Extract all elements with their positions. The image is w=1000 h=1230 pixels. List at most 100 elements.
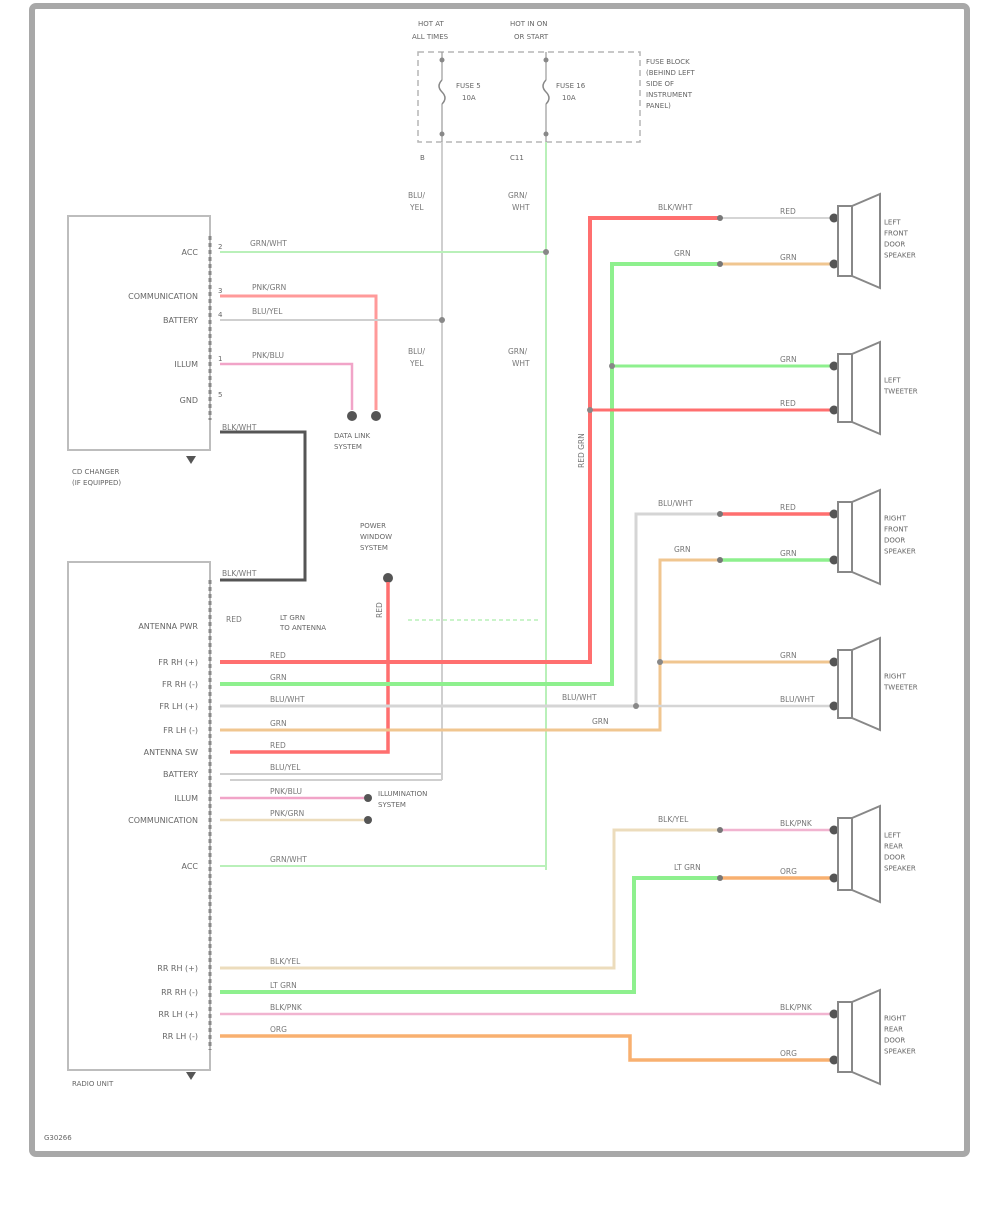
cd-pin-label: COMMUNICATION [128,292,198,301]
wire-right-top-label: GRN/WHT [508,191,530,212]
speaker-magnet [837,817,853,891]
speaker-wire-minus: ORG [780,1049,797,1058]
radio-pin-label: ANTENNA SW [144,748,198,757]
wire-right-mid-label: GRN/WHT [508,347,530,368]
rr-rh-plus-wire [220,828,718,970]
speaker-wire-minus: GRN [780,253,797,262]
speaker-caption-line: RIGHT [884,673,907,681]
fuse-left-bottom-dot [439,131,445,137]
fuse-pin-right: C11 [510,154,524,162]
cd-comm-wire [220,294,378,410]
radio-unit-box [67,561,211,1071]
cd-pin-number: 5 [218,391,222,399]
cd-pin-label: BATTERY [163,316,198,325]
mid-label-blu-wht: BLU/WHT [562,693,597,702]
tw-splice-4 [633,703,639,709]
fuse-right-label-l1: FUSE 16 [556,82,586,90]
radio-pin-label: ACC [181,862,198,871]
fuse-right-label-l2: 10A [562,94,576,102]
rr-rh-minus-wire [220,876,718,994]
speaker-caption-line: DOOR [884,241,905,249]
wire-right-top-label-l2: WHT [512,203,530,212]
cd-wire-label: GRN/WHT [250,239,287,248]
diagram-frame [29,3,970,1157]
fuse-right-title-l2: OR START [514,33,549,41]
fuse-left-title-l2: ALL TIMES [412,33,449,41]
speaker-conn-plus: BLU/WHT [658,499,693,508]
cd-caption-line: CD CHANGER [72,468,120,476]
speakers: LEFT FRONT DOOR SPEAKER RED GRN BLK/WHT GRN LEFT… [658,192,918,1086]
power-window-line: POWER [360,522,386,530]
speaker-cone [851,488,881,586]
speaker-wire-plus: RED [780,207,796,216]
cd-gnd-wire [220,430,307,582]
fr-lh-plus-wire [220,512,718,708]
radio-wire-label: LT GRN [270,981,297,990]
tw-splice-1 [609,363,615,369]
antenna-line: TO ANTENNA [279,624,326,632]
speaker-caption-line: SPEAKER [884,865,916,873]
mid-label-grn: GRN [592,717,609,726]
fuse-left-label-l1: FUSE 5 [456,82,481,90]
illum-conn-1 [364,794,372,802]
fuse-pin-left: B [420,154,425,162]
data-link-label: DATA LINK SYSTEM [334,432,370,451]
antenna-wire-label: RED [375,602,384,618]
fuse-right-bottom-dot [543,131,549,137]
cd-pin-number: 3 [218,287,222,295]
data-link-line: DATA LINK [334,432,370,440]
speaker-wire-minus: RED [780,399,796,408]
cd-wire-label: BLU/YEL [252,307,283,316]
radio-wire-label: PNK/GRN [270,809,304,818]
data-link-line: SYSTEM [334,443,362,451]
illum-conn-2 [364,816,372,824]
speaker-caption-line: FRONT [884,230,909,238]
wire-left-top-label: BLU/YEL [408,191,425,212]
speaker-caption-line: RIGHT [884,1015,907,1023]
fr-rh-plus-wire [220,216,718,664]
wire-right-top-label-l1: GRN/ [508,191,528,200]
fuse-left-symbol [438,79,446,105]
power-window-line: SYSTEM [360,544,388,552]
antenna-red-wire [230,582,390,754]
wire-left-top-label-l2: YEL [409,203,424,212]
speaker-caption-line: SPEAKER [884,548,916,556]
illumination-line: SYSTEM [378,801,406,809]
radio-unit-caption: RADIO UNIT [72,1080,114,1088]
wire-right-mid-label-l2: WHT [512,359,530,368]
speaker-conn-plus: BLK/WHT [658,203,693,212]
speaker-pin-minus [829,1055,839,1065]
inline-connector [717,827,723,833]
radio-wire-label: GRN [270,673,287,682]
wire-left-mid-label-l2: YEL [409,359,424,368]
inline-connector [717,511,723,517]
fuse-caption-line: (BEHIND LEFT [646,69,695,77]
radio-wire-label: GRN [270,719,287,728]
speaker-wire-plus: BLK/PNK [780,1003,813,1012]
speaker-cone [851,988,881,1086]
cd-changer-pins: ACC2COMMUNICATION3BATTERY4ILLUM1GND5GRN/… [128,239,287,432]
speaker-wire-minus: GRN [780,549,797,558]
speaker-conn-plus: BLK/YEL [658,815,689,824]
speaker-cone [851,192,881,290]
speaker-pin-plus [829,361,839,371]
speaker-wire-plus: BLK/PNK [780,819,813,828]
tw-splice-3 [657,659,663,665]
radio-pin-label: COMMUNICATION [128,816,198,825]
speaker-wire-minus: ORG [780,867,797,876]
speaker-pin-plus [829,509,839,519]
speaker-pin-minus [829,259,839,269]
speaker-pin-minus [829,405,839,415]
speaker-caption-line: LEFT [884,377,901,385]
speaker-caption-line: TWEETER [883,388,918,396]
speaker-wire-plus: GRN [780,651,797,660]
fuse-right-symbol [542,79,550,105]
wire-left-top-label-l1: BLU/ [408,191,425,200]
power-window-line: WINDOW [360,533,392,541]
speaker-pin-plus [829,213,839,223]
